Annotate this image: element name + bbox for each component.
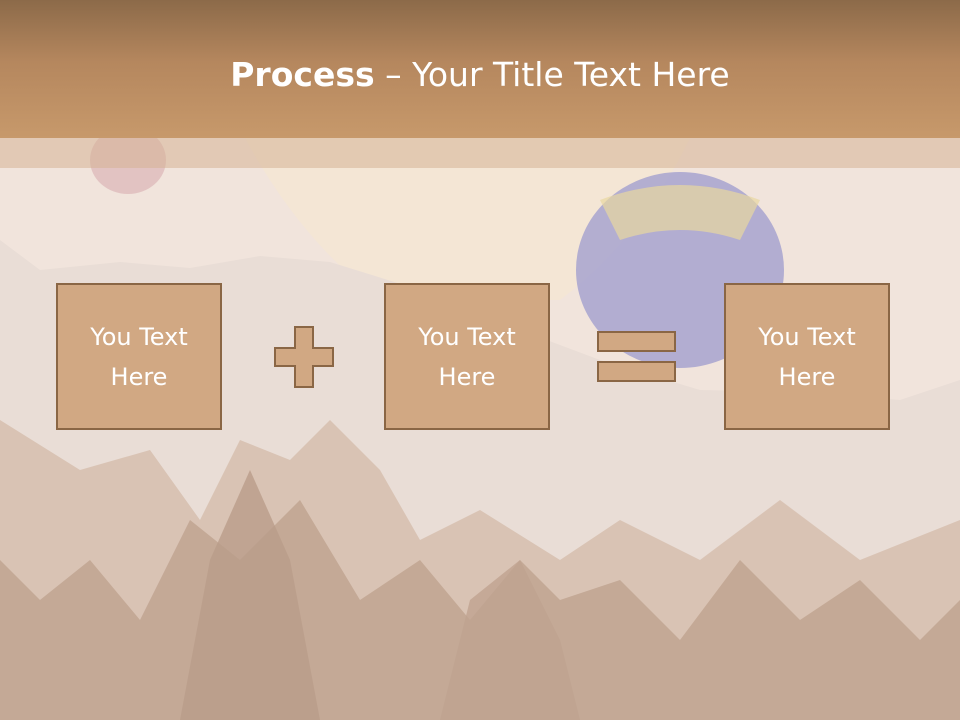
title-banner (0, 0, 960, 138)
title-bold: Process (230, 55, 375, 94)
title-rest: – Your Title Text Here (374, 55, 730, 94)
process-box-3[interactable]: You Text Here (724, 283, 890, 430)
plus-icon (274, 326, 334, 388)
slide-title: Process – Your Title Text Here (0, 52, 960, 98)
process-box-1[interactable]: You Text Here (56, 283, 222, 430)
equals-icon (597, 331, 676, 382)
process-box-2[interactable]: You Text Here (384, 283, 550, 430)
banner-strip (0, 138, 960, 168)
